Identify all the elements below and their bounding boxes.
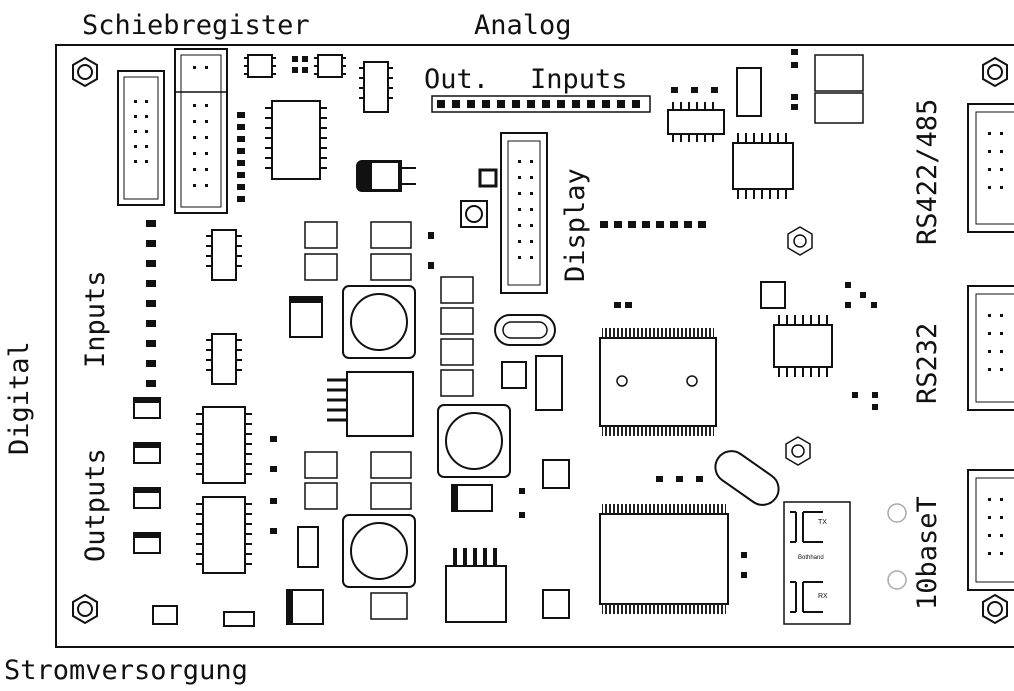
power-diode-3	[286, 589, 324, 625]
power-inductor-2	[437, 404, 511, 478]
rs232-transceiver-ic	[773, 315, 833, 377]
digital-input-pads	[146, 220, 156, 387]
analog-label: Analog	[474, 10, 572, 41]
output-driver-ic-2	[196, 496, 252, 574]
voltage-regulator	[356, 160, 416, 192]
input-optocoupler-2	[206, 333, 242, 385]
ic-shift-register	[265, 100, 327, 180]
output-driver-ic-1	[196, 406, 252, 484]
mounting-hole-top-left	[72, 56, 98, 88]
rs422-connector	[967, 103, 1014, 233]
rs232-connector	[967, 285, 1014, 411]
display-label: Display	[560, 168, 591, 282]
rs422-485-label: RS422/485	[912, 98, 943, 245]
ethernet-transformer: TX Bothhand RX	[783, 501, 851, 625]
ethernet-connector	[967, 469, 1014, 591]
digital-inputs-label: Inputs	[80, 270, 111, 368]
power-capacitors	[304, 221, 474, 620]
mounting-hole-top-right	[982, 56, 1008, 88]
transformer-rx-label: RX	[818, 593, 828, 600]
power-inductor-1	[342, 285, 416, 359]
transformer-tx-label: TX	[818, 519, 827, 526]
mounting-hole-bottom-right	[982, 593, 1008, 625]
standoff-mid-2	[785, 436, 811, 466]
transformer-bothhand-label: Bothhand	[798, 555, 824, 561]
analog-resistor-row	[431, 95, 651, 113]
smd-cap-left	[297, 526, 319, 568]
smd-resistor-bottom	[223, 611, 255, 627]
small-ic-top-2	[314, 54, 346, 78]
input-optocoupler-1	[206, 229, 242, 281]
resistor-column-shift	[237, 112, 245, 202]
power-connector-pins	[445, 548, 507, 623]
ethernet-controller-chip	[599, 504, 729, 614]
rs422-transceiver-ic	[732, 133, 794, 199]
analog-out-label: Out.	[424, 64, 490, 95]
display-connector	[500, 132, 548, 294]
ic-soic-top	[359, 61, 393, 113]
digital-outputs-label: Outputs	[80, 448, 111, 562]
small-box-display	[478, 168, 498, 188]
standoff-mid-1	[787, 226, 813, 256]
shift-register-connector-1	[117, 70, 165, 206]
small-8pin-ics	[501, 67, 786, 619]
smd-diode-bottom	[152, 605, 178, 625]
power-inductor-3	[342, 514, 416, 588]
dip-switches	[814, 54, 864, 124]
led-2	[887, 570, 907, 590]
mounting-hole-bottom-left	[72, 593, 98, 625]
smd-pads-top	[292, 56, 308, 73]
led-1	[887, 503, 907, 523]
power-diode-2	[451, 484, 493, 512]
output-diodes	[133, 397, 161, 554]
stromversorgung-label: Stromversorgung	[4, 655, 248, 686]
analog-inputs-label: Inputs	[530, 64, 628, 95]
misc-smd-pads	[270, 49, 878, 578]
display-resistor-row	[600, 221, 706, 228]
power-diode-1	[289, 296, 323, 338]
shift-register-connector-2	[174, 48, 228, 214]
rs232-label: RS232	[912, 322, 943, 404]
small-ic-top-1	[244, 54, 276, 78]
schieberegister-label: Schiebregister	[82, 10, 310, 41]
trimmer-potentiometer	[460, 200, 488, 228]
tenbaset-label: 10baseT	[912, 496, 943, 610]
microcontroller-chip	[599, 328, 717, 436]
analog-opamp-ic	[667, 102, 725, 142]
power-mosfet	[327, 371, 414, 437]
digital-label: Digital	[4, 341, 35, 455]
ceramic-resonator	[535, 355, 563, 411]
crystal-oscillator-2	[714, 450, 780, 506]
crystal-oscillator-1	[494, 314, 556, 346]
